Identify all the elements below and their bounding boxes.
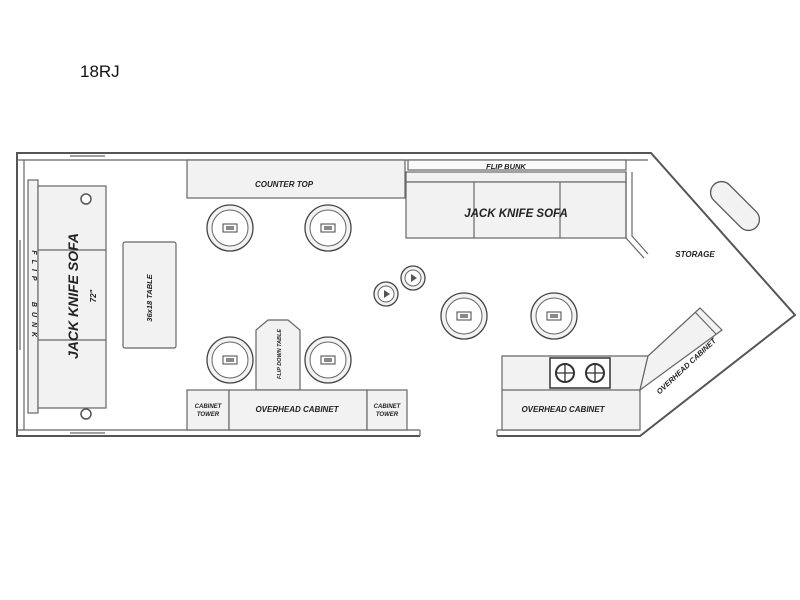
small-hole-icon [373,281,399,307]
cabinet-tower-left-label-1: CABINET [195,404,223,410]
cabinet-tower-right-label-1: CABINET [374,404,402,410]
spare-tire-icon [709,180,761,232]
fishing-hole-icon [206,204,254,252]
cabinet-tower-left: CABINET TOWER [186,389,230,431]
sofa-knob-icon [80,408,92,420]
table-label: 36x18 TABLE [145,273,154,321]
stove-burner-icon [549,357,611,389]
flip-down-table-label: FLIP DOWN TABLE [277,329,283,379]
small-hole-icon [400,265,426,291]
left-sofa-width-label: 72" [89,289,98,302]
cabinet-tower-right: CABINET TOWER [366,389,408,431]
right-sofa-label: JACK KNIFE SOFA [464,208,568,220]
flip-bunk-left-label-2: BUNK [30,302,37,342]
flip-down-table: FLIP DOWN TABLE [255,319,301,391]
overhead-cabinet-right: OVERHEAD CABINET [501,355,649,431]
cabinet-tower-right-label-2: TOWER [376,412,399,418]
fishing-hole-icon [440,292,488,340]
fishing-hole-icon [206,336,254,384]
counter-top: COUNTER TOP [186,159,406,199]
model-name: 18RJ [80,62,120,81]
fishing-hole-icon [304,336,352,384]
left-sofa-label: JACK KNIFE SOFA [65,233,81,359]
cabinet-tower-left-label-2: TOWER [197,412,220,418]
top-flip-bunk: FLIP BUNK [407,159,627,171]
fishing-hole-icon [530,292,578,340]
storage-area: STORAGE [625,172,715,259]
counter-top-label: COUNTER TOP [255,180,314,189]
table-36x18: 36x18 TABLE [122,241,177,349]
left-jack-knife-sofa: JACK KNIFE SOFA 72" [27,179,107,420]
exterior-wall [16,152,797,437]
overhead-cabinet-left-label: OVERHEAD CABINET [255,405,339,414]
right-jack-knife-sofa: JACK KNIFE SOFA [405,171,627,239]
fishing-hole-icon [304,204,352,252]
flip-bunk-top-label: FLIP BUNK [486,162,526,171]
overhead-cabinet-right-label: OVERHEAD CABINET [521,405,605,414]
sofa-knob-icon [80,193,92,205]
overhead-cabinet-left: OVERHEAD CABINET [228,389,368,431]
storage-label: STORAGE [675,250,715,259]
left-flip-bunk: FLIP BUNK [30,250,37,342]
flip-bunk-left-label-1: FLIP [30,250,37,285]
